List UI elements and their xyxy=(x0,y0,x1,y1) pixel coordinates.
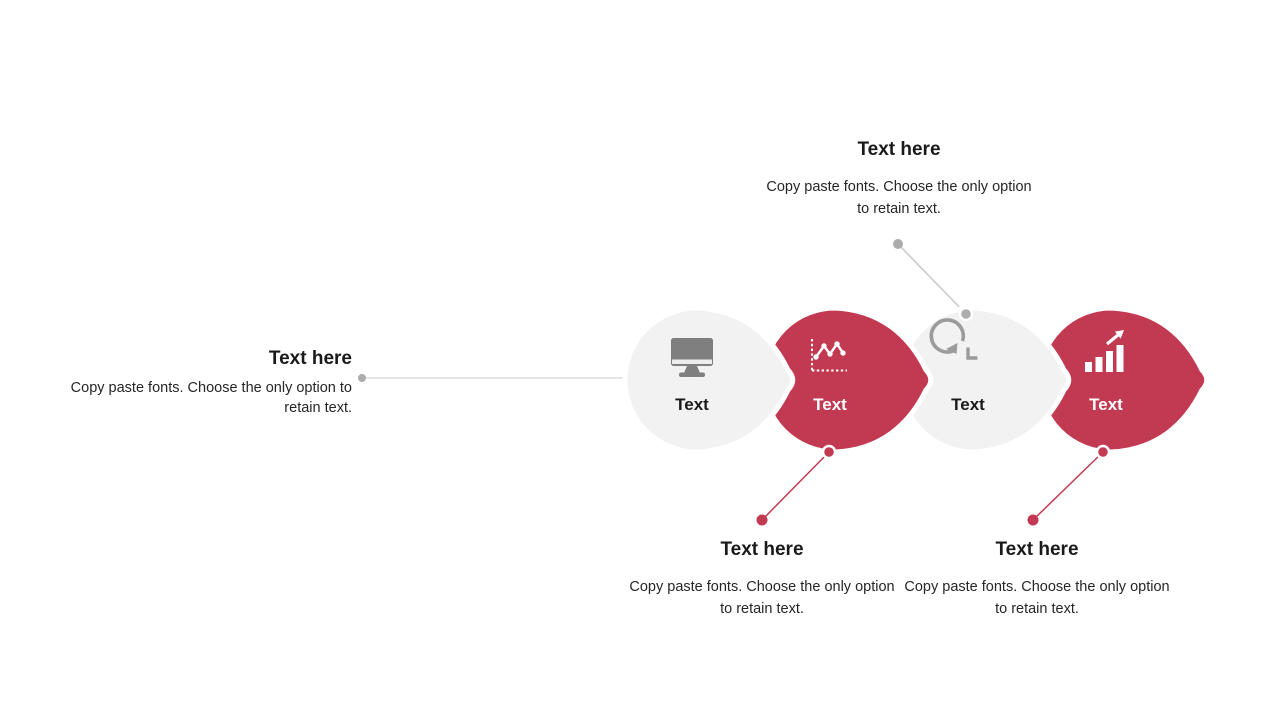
step-4-label: Text xyxy=(1089,395,1123,414)
connector-dot-top-end xyxy=(893,239,903,249)
callout-left-line-2: retain text. xyxy=(284,399,352,416)
connector-dot-bottom-left-end xyxy=(756,514,768,526)
callout-bottom-right-description: Copy paste fonts. Choose the only option… xyxy=(877,577,1197,620)
connector-line-bottom-right xyxy=(1032,451,1104,521)
step-1-label: Text xyxy=(675,395,709,414)
callout-bottom-right-line-1: Copy paste fonts. Choose the only option xyxy=(904,579,1170,595)
connector-line-top xyxy=(897,243,967,315)
callout-left-line-1: Copy paste fonts. Choose the only option… xyxy=(70,380,352,396)
callout-bottom-right-line-2: to retain text. xyxy=(995,600,1079,617)
step-3-label: Text xyxy=(951,395,985,414)
callout-top-line-1: Copy paste fonts. Choose the only option xyxy=(766,179,1032,195)
connector-dot-step4 xyxy=(1095,444,1111,460)
callout-left: Text here Copy paste fonts. Choose the o… xyxy=(32,346,352,418)
line-chart-icon xyxy=(811,339,847,372)
callout-bottom-right: Text here Copy paste fonts. Choose the o… xyxy=(877,537,1197,620)
history-icon xyxy=(929,318,978,360)
connector-dot-step2 xyxy=(821,444,837,460)
connector-line-bottom-left xyxy=(761,451,830,521)
callout-left-description: Copy paste fonts. Choose the only option… xyxy=(32,379,352,418)
connector-dot-bottom-right-end xyxy=(1027,514,1039,526)
callout-bottom-left-line-1: Copy paste fonts. Choose the only option xyxy=(629,579,895,595)
callout-left-title: Text here xyxy=(268,348,352,369)
bar-chart-growth-icon xyxy=(1085,330,1124,372)
callout-top-title: Text here xyxy=(857,139,941,160)
step-2-label: Text xyxy=(813,395,847,414)
connector-dot-step3 xyxy=(958,306,974,322)
step-shape-1 xyxy=(622,305,796,455)
callout-top: Text here Copy paste fonts. Choose the o… xyxy=(739,137,1059,220)
monitor-icon xyxy=(671,338,713,377)
callout-bottom-left-description: Copy paste fonts. Choose the only option… xyxy=(602,577,922,620)
callout-top-line-2: to retain text. xyxy=(857,200,941,217)
callout-bottom-left: Text here Copy paste fonts. Choose the o… xyxy=(602,537,922,620)
callout-bottom-left-line-2: to retain text. xyxy=(720,600,804,617)
callout-bottom-right-title: Text here xyxy=(995,539,1079,560)
callout-bottom-left-title: Text here xyxy=(720,539,804,560)
connector-dot-left-end xyxy=(358,374,366,382)
callout-top-description: Copy paste fonts. Choose the only option… xyxy=(739,177,1059,220)
